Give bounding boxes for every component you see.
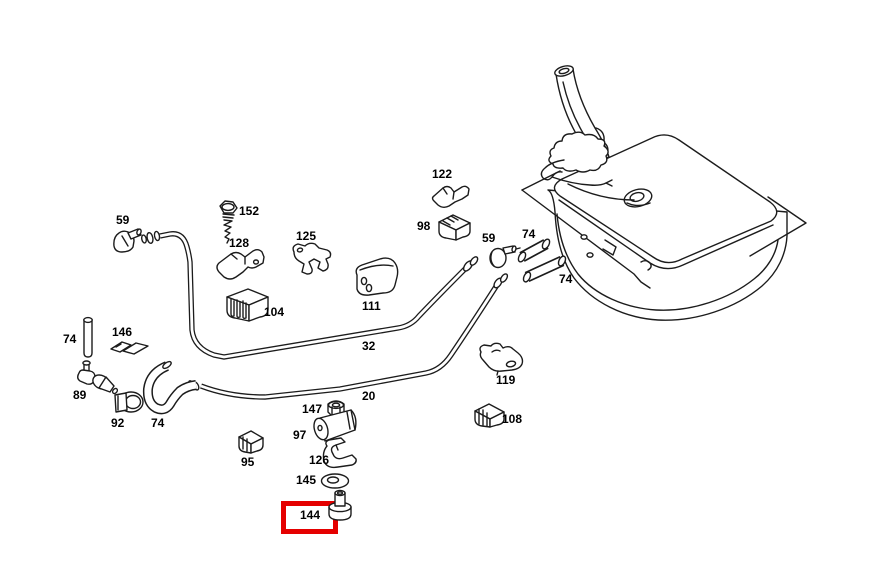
- part-label-74-upper-right: 74: [522, 227, 536, 241]
- fuel-tank-drawing: [521, 134, 807, 321]
- bracket-122-drawing: [431, 185, 470, 208]
- part-label-59-left: 59: [116, 213, 130, 227]
- part-label-122: 122: [432, 167, 453, 181]
- part-label-95: 95: [241, 455, 255, 469]
- fuel-line-32-drawing: [140, 230, 479, 360]
- part-label-128: 128: [229, 236, 250, 250]
- bracket-126-drawing: [322, 437, 357, 469]
- bracket-125-drawing: [292, 242, 332, 275]
- hose-74-upper-right-drawing: [517, 238, 551, 263]
- part-label-145: 145: [296, 473, 317, 487]
- clip-block-104-drawing: [226, 288, 269, 322]
- washer-145-drawing: [320, 473, 350, 489]
- part-label-119: 119: [496, 373, 516, 387]
- part-label-20: 20: [362, 389, 376, 403]
- hose-74-lower-right-drawing: [522, 255, 567, 283]
- part-label-144: 144: [300, 508, 321, 522]
- clip-block-108-drawing: [474, 403, 505, 428]
- part-label-111: 111: [362, 299, 381, 313]
- part-label-147: 147: [302, 402, 323, 416]
- canister-97-drawing: [313, 409, 357, 442]
- part-label-89: 89: [73, 388, 87, 402]
- screw-152-drawing: [219, 200, 238, 244]
- part-label-97: 97: [293, 428, 307, 442]
- clip-146-drawing: [110, 341, 149, 355]
- part-label-152: 152: [239, 204, 260, 218]
- part-label-74-lower-right: 74: [559, 272, 573, 286]
- part-label-108: 108: [502, 412, 523, 426]
- filler-neck-drawing: [540, 65, 613, 187]
- part-label-98: 98: [417, 219, 431, 233]
- part-label-74-left: 74: [63, 332, 77, 346]
- bracket-128-drawing: [216, 249, 265, 280]
- clamp-59-left-drawing: [113, 228, 142, 253]
- clip-92-drawing: [114, 391, 144, 413]
- check-valve-89-drawing: [77, 360, 119, 395]
- part-label-125: 125: [296, 229, 317, 243]
- hose-74-s-shape-drawing: [142, 360, 197, 415]
- fuel-line-20-drawing: [188, 273, 509, 400]
- part-label-92: 92: [111, 416, 125, 430]
- bracket-119-drawing: [479, 342, 524, 376]
- part-label-126: 126: [309, 453, 330, 467]
- clamp-59-right-drawing: [489, 245, 521, 269]
- clip-block-95-drawing: [238, 430, 264, 454]
- part-label-74-hose: 74: [151, 416, 165, 430]
- clip-block-98-drawing: [438, 214, 471, 241]
- hose-74-left-tube-drawing: [83, 316, 93, 358]
- bolt-144-drawing: [328, 489, 352, 521]
- part-label-59-right: 59: [482, 231, 496, 245]
- part-label-104: 104: [264, 305, 285, 319]
- mount-block-111-drawing: [355, 257, 399, 296]
- part-label-32: 32: [362, 339, 376, 353]
- part-label-146: 146: [112, 325, 133, 339]
